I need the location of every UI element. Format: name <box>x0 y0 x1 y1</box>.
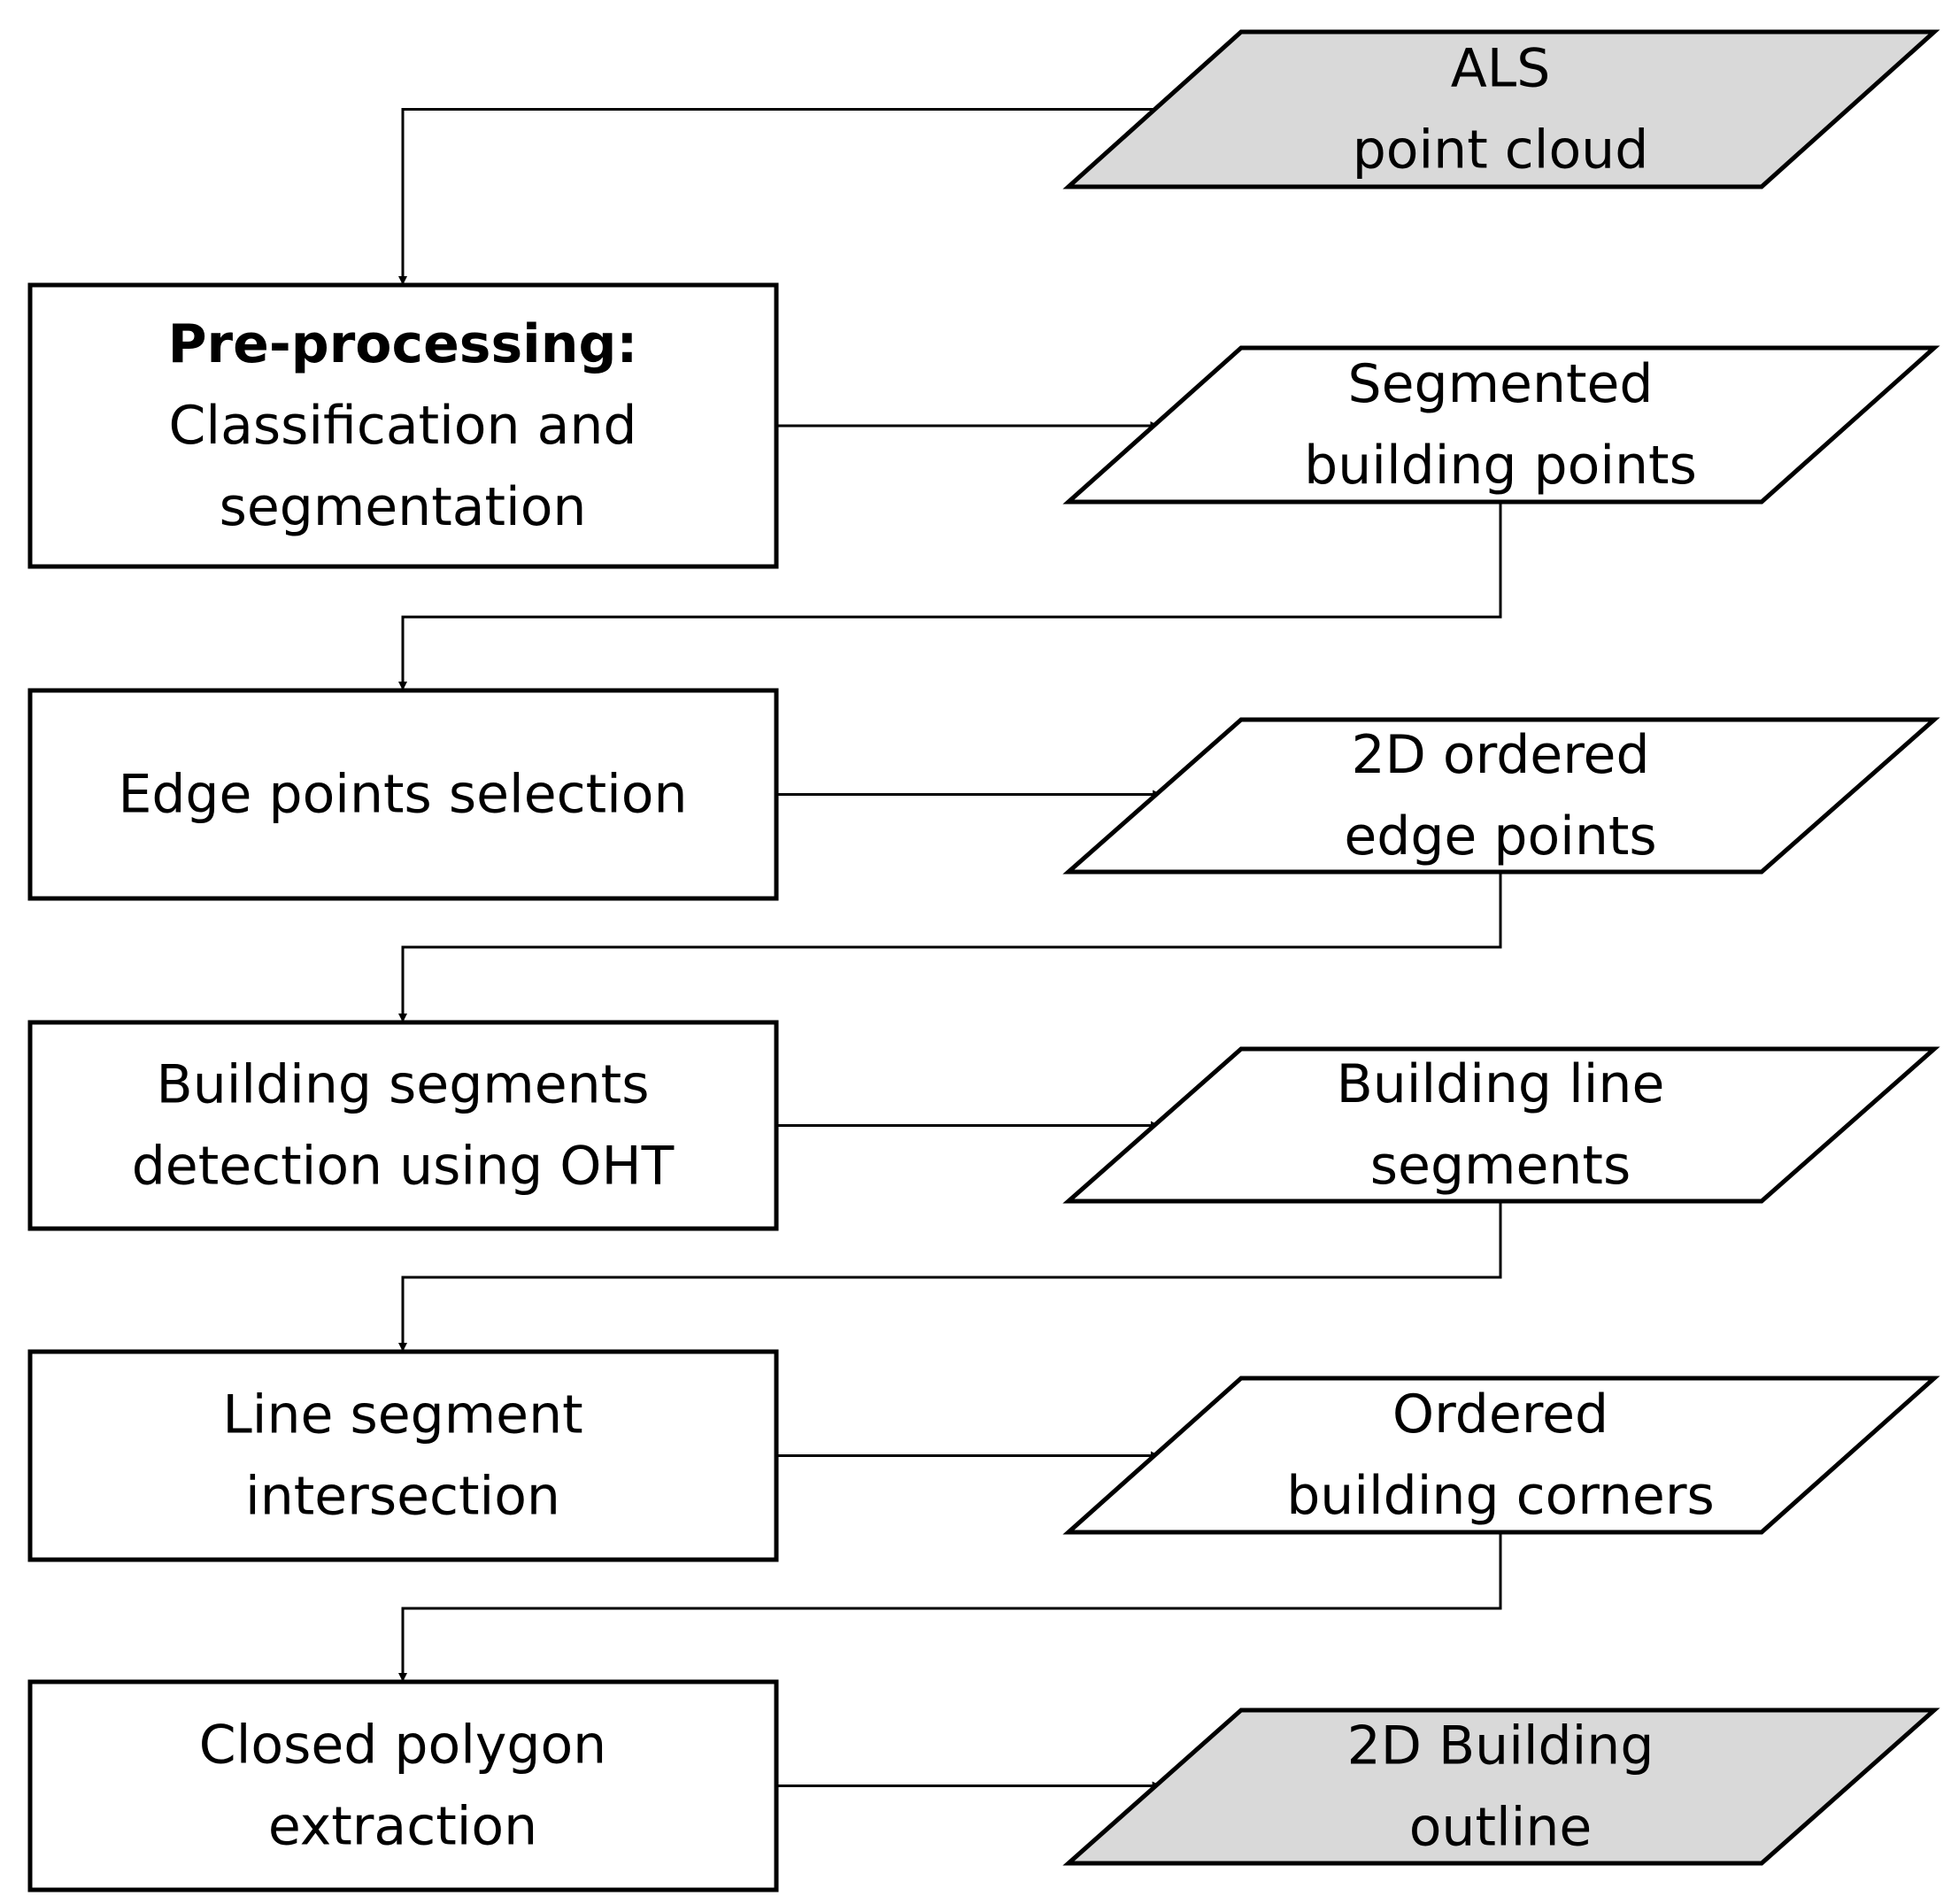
data-ordered-building-corners-line-1: Ordered <box>1392 1384 1608 1445</box>
process-preprocessing-box <box>27 282 779 569</box>
process-line-segment-intersection-line-2: intersection <box>245 1466 560 1528</box>
data-building-line-segments: Building line segments <box>1062 1046 1940 1204</box>
als-point-cloud: ALS point cloud <box>1062 29 1940 189</box>
data-2d-building-outline-line-1: 2D Building <box>1347 1715 1654 1777</box>
data-ordered-building-corners: Ordered building corners <box>1062 1376 1940 1535</box>
data-segmented-building-points-shape <box>1062 345 1940 505</box>
als-point-cloud-line-2: point cloud <box>1353 119 1649 181</box>
data-2d-ordered-edge-points-line-2: edge points <box>1344 806 1656 867</box>
data-2d-building-outline-shape <box>1062 1707 1940 1866</box>
process-preprocessing-line-3: segmentation <box>220 476 587 538</box>
data-building-line-segments-line-1: Building line <box>1337 1053 1665 1115</box>
process-preprocessing-line-2: Classification and <box>169 395 637 457</box>
data-segmented-building-points-line-2: building points <box>1304 435 1697 497</box>
data-2d-building-outline-line-2: outline <box>1409 1797 1593 1859</box>
process-building-segments-detection-line-2: detection using OHT <box>132 1136 675 1198</box>
arrow-output-3-to-process-4 <box>398 1201 1502 1352</box>
arrow-output-4-to-process-5 <box>398 1532 1502 1682</box>
process-line-segment-intersection-box <box>27 1349 779 1562</box>
process-closed-polygon-extraction-line-1: Closed polygon <box>199 1715 606 1777</box>
process-building-segments-detection-box <box>27 1020 779 1231</box>
arrow-output-2-to-process-3 <box>398 872 1502 1022</box>
data-ordered-building-corners-shape <box>1062 1376 1940 1535</box>
process-line-segment-intersection: Line segment intersection <box>27 1349 779 1562</box>
als-point-cloud-shape <box>1062 29 1940 189</box>
data-segmented-building-points: Segmented building points <box>1062 345 1940 505</box>
process-line-segment-intersection-line-1: Line segment <box>222 1384 582 1446</box>
process-closed-polygon-extraction-box <box>27 1679 779 1892</box>
data-building-line-segments-line-2: segments <box>1370 1135 1631 1197</box>
data-building-line-segments-shape <box>1062 1046 1940 1204</box>
data-2d-ordered-edge-points-shape <box>1062 717 1940 875</box>
data-ordered-building-corners-line-2: building corners <box>1286 1465 1715 1527</box>
data-2d-building-outline: 2D Building outline <box>1062 1707 1940 1866</box>
process-closed-polygon-extraction: Closed polygon extraction <box>27 1679 779 1892</box>
process-edge-points-selection-line-1: Edge points selection <box>118 764 687 826</box>
process-edge-points-selection-box <box>27 688 779 901</box>
process-closed-polygon-extraction-line-2: extraction <box>268 1796 537 1858</box>
process-building-segments-detection-line-1: Building segments <box>157 1054 650 1116</box>
als-point-cloud-line-1: ALS <box>1451 38 1551 100</box>
process-edge-points-selection: Edge points selection <box>27 688 779 901</box>
arrow-output-1-to-process-2 <box>398 502 1502 690</box>
process-preprocessing: Pre-processing: Classification and segment… <box>27 282 779 569</box>
process-preprocessing-line-1: Pre-processing: <box>168 313 638 375</box>
connectors-layer <box>398 108 1502 1791</box>
data-2d-ordered-edge-points: 2D ordered edge points <box>1062 717 1940 875</box>
process-building-segments-detection: Building segments detection using OHT <box>27 1020 779 1231</box>
arrow-input-to-preprocessing <box>398 108 1155 285</box>
data-2d-ordered-edge-points-line-1: 2D ordered <box>1351 724 1649 786</box>
data-segmented-building-points-line-1: Segmented <box>1348 353 1654 415</box>
